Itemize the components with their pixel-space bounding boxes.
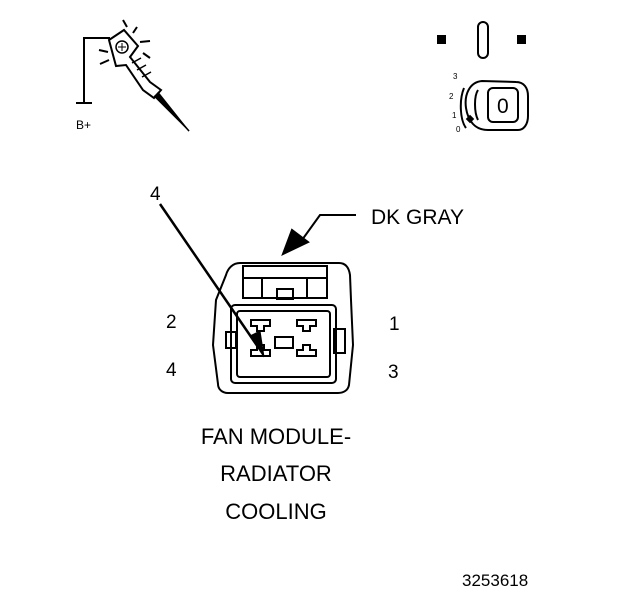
pin-1-label: 1 bbox=[389, 314, 400, 335]
ignition-position-0: 0 bbox=[456, 125, 461, 134]
figure-id: 3253618 bbox=[462, 571, 528, 590]
pin-4-label: 4 bbox=[166, 360, 177, 381]
ignition-switch-icon bbox=[437, 21, 529, 131]
wire-color-leader bbox=[281, 214, 356, 256]
ignition-position-2: 2 bbox=[449, 92, 454, 101]
pin-3-label: 3 bbox=[388, 362, 399, 383]
probe-pin-leader bbox=[158, 203, 265, 358]
ignition-position-3: 3 bbox=[453, 72, 458, 81]
connector-body-icon bbox=[211, 262, 355, 394]
ignition-pointer-icon bbox=[465, 114, 475, 124]
probe-pin-label: 4 bbox=[150, 184, 161, 205]
connector-title-line-1: FAN MODULE- bbox=[201, 424, 351, 449]
probe-b-plus-label: B+ bbox=[76, 118, 91, 132]
connector-title-line-3: COOLING bbox=[225, 499, 326, 524]
wire-color-label: DK GRAY bbox=[371, 206, 464, 229]
connector-title-line-2: RADIATOR bbox=[220, 461, 332, 486]
ignition-key-label: 0 bbox=[497, 95, 509, 118]
test-light-probe-icon bbox=[76, 19, 190, 132]
pin-2-label: 2 bbox=[166, 312, 177, 333]
ignition-position-1: 1 bbox=[452, 111, 457, 120]
